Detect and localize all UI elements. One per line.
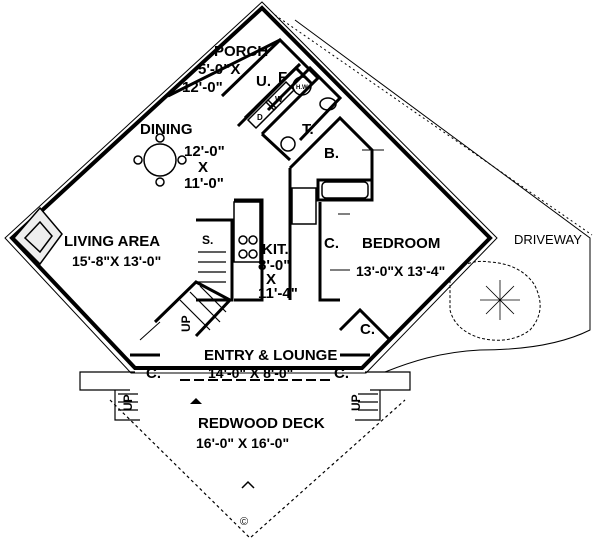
- stair: [179, 251, 227, 331]
- tree-symbol: [449, 260, 541, 341]
- kitchen-dim3: 11'-4": [258, 285, 298, 302]
- entry-dim: 14'-0" X 8'-0": [208, 365, 293, 381]
- deck-up-right-group: UP: [349, 394, 363, 411]
- storage-label: S.: [202, 233, 213, 247]
- exterior-walls: [9, 5, 493, 370]
- dining-table: [133, 133, 187, 187]
- stair-up-label: UP: [179, 315, 193, 332]
- deck-dim: 16'-0" X 16'-0": [196, 435, 289, 451]
- lavatory: [280, 136, 296, 152]
- kitchen-dim1: 8'-0": [258, 257, 290, 274]
- kitchen-dim2: X: [266, 271, 276, 288]
- deck-up-left-group: UP: [121, 394, 135, 411]
- water-heater: [292, 76, 312, 96]
- door-swings: [139, 149, 384, 341]
- kitchen-name: KIT.: [262, 241, 289, 258]
- entry-name: ENTRY & LOUNGE: [204, 347, 337, 364]
- bedroom-dim: 13'-0"X 13'-4": [356, 263, 445, 279]
- bedroom-name: BEDROOM: [362, 235, 440, 252]
- porch-dim1: 5'-0"X: [198, 61, 240, 78]
- dining-name: DINING: [140, 121, 193, 138]
- washer-label: W: [275, 95, 283, 104]
- porch-name: PORCH: [214, 43, 268, 60]
- living-name: LIVING AREA: [64, 233, 160, 250]
- fireplace: [12, 206, 63, 266]
- dining-dim1: 12'-0": [184, 143, 225, 160]
- driveway-label: DRIVEWAY: [514, 232, 582, 247]
- toilet: [319, 97, 337, 111]
- living-dim: 15'-8"X 13'-0": [72, 253, 161, 269]
- porch-dim2: 12'-0": [182, 79, 223, 96]
- closet-bedroom-label: C.: [360, 321, 375, 338]
- dining-dim3: 11'-0": [184, 175, 224, 192]
- utility-label: U.: [256, 73, 271, 90]
- deck-name: REDWOOD DECK: [198, 415, 325, 432]
- bath-tub: [321, 181, 369, 199]
- driveway: [274, 14, 593, 373]
- stair-up-label-group: UP: [179, 315, 193, 332]
- deck: [79, 371, 411, 539]
- washer-dryer: [246, 80, 296, 130]
- exterior-wall-outer-line: [4, 1, 498, 374]
- dryer-label: D: [257, 113, 263, 122]
- furnace-label: F: [278, 69, 287, 86]
- copyright-label: ©: [240, 516, 248, 528]
- water-heater-label: H.W.: [296, 85, 309, 91]
- closet-entry-left-label: C.: [146, 365, 161, 382]
- closet-entry-right-label: C.: [334, 365, 349, 382]
- closet-kitchen-label: C.: [324, 235, 339, 252]
- deck-detail-mark: [241, 480, 255, 489]
- kitchen-counters: [233, 187, 317, 263]
- bath-label: B.: [324, 145, 339, 162]
- entry-arrow-icon: [190, 398, 202, 404]
- deck-up-left-label: UP: [121, 394, 135, 411]
- deck-stairs: [118, 393, 378, 411]
- deck-up-right-label: UP: [349, 394, 363, 411]
- toilet-room-label: T.: [302, 121, 314, 138]
- dining-dim2: X: [198, 159, 208, 176]
